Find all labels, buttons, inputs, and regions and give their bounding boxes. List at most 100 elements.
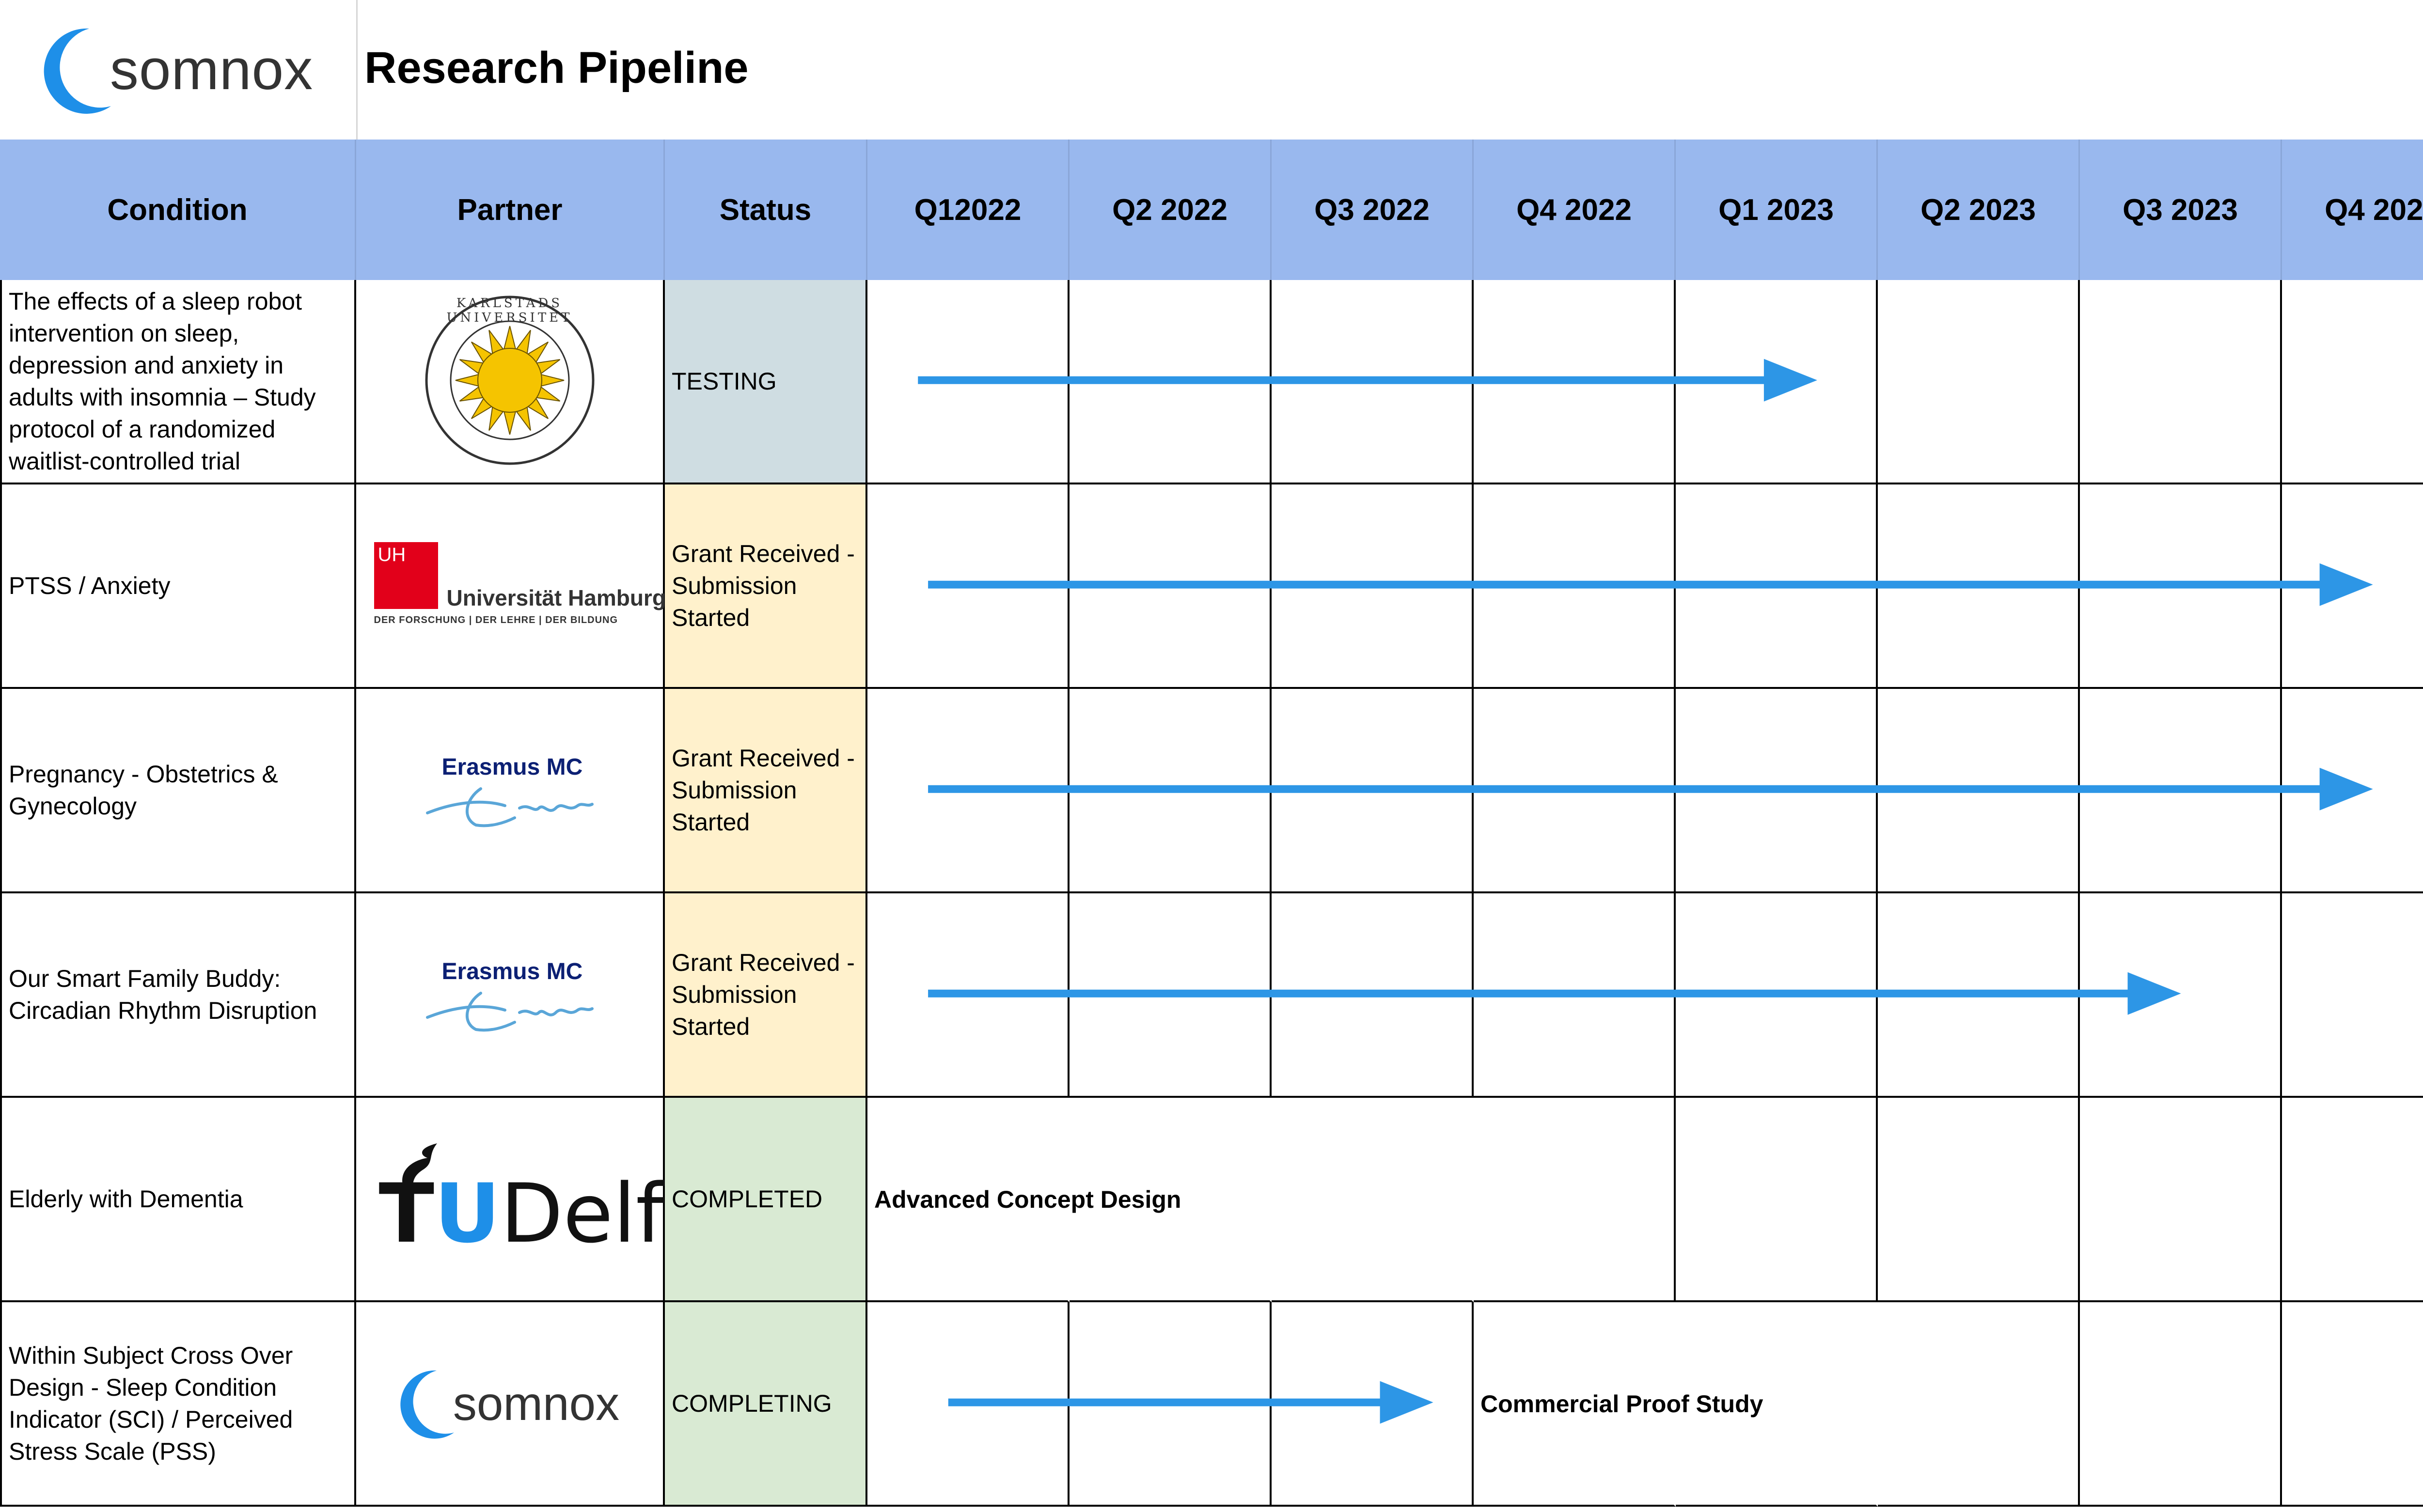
- partner-tagline: DER FORSCHUNG | DER LEHRE | DER BILDUNG: [374, 615, 618, 625]
- partner-name: Erasmus MC: [441, 754, 583, 780]
- header-partner: Partner: [356, 140, 665, 280]
- partner-cell: Erasmus MC: [356, 689, 665, 893]
- quarter-cell: [2282, 484, 2423, 689]
- partner-name: somnox: [453, 1376, 620, 1430]
- timeline-arrow-head: [1380, 1381, 1433, 1424]
- quarter-cell: [1272, 1098, 1474, 1302]
- condition-cell: Elderly with Dementia: [0, 1098, 356, 1302]
- status-cell: Grant Received - Submission Started: [665, 484, 867, 689]
- header-quarter: Q1 2023: [1676, 140, 1878, 280]
- moon-icon: [44, 28, 111, 114]
- condition-cell: Within Subject Cross Over Design - Sleep…: [0, 1302, 356, 1507]
- status-text: Grant Received - Submission Started: [672, 540, 855, 631]
- page-title: Research Pipeline: [364, 43, 749, 93]
- uh-badge-icon: UH: [374, 542, 438, 609]
- brand-name: somnox: [110, 38, 314, 102]
- partner-name: KARLSTADS UNIVERSITET: [446, 296, 573, 325]
- quarter-cell: [2080, 280, 2282, 484]
- table-row: The effects of a sleep robot interventio…: [0, 280, 2423, 484]
- table-row: Our Smart Family Buddy: Circadian Rhythm…: [0, 893, 2423, 1098]
- partner-name: TUDelft: [378, 1166, 695, 1261]
- condition-cell: Our Smart Family Buddy: Circadian Rhythm…: [0, 893, 356, 1098]
- quarter-cell: [2282, 689, 2423, 893]
- tu-delft-logo: TUDelft: [379, 1141, 695, 1257]
- status-text: Grant Received - Submission Started: [672, 949, 855, 1040]
- sun-seal-icon: [425, 296, 594, 465]
- header-condition: Condition: [0, 140, 356, 280]
- condition-text: Our Smart Family Buddy: Circadian Rhythm…: [9, 965, 317, 1024]
- timeline-arrow-head: [2319, 767, 2373, 811]
- timeline-arrow-head: [1763, 359, 1817, 402]
- partner-name: Erasmus MC: [441, 959, 583, 984]
- timeline-arrow-head: [2319, 563, 2373, 606]
- partner-cell: somnox: [356, 1302, 665, 1507]
- status-cell: Grant Received - Submission Started: [665, 893, 867, 1098]
- condition-text: Within Subject Cross Over Design - Sleep…: [9, 1342, 293, 1465]
- timeline-arrow-head: [2127, 972, 2181, 1015]
- quarter-cell: [1272, 1302, 1474, 1507]
- status-cell: COMPLETED: [665, 1098, 867, 1302]
- quarter-cell: [867, 1098, 1070, 1302]
- erasmus-mc-logo: Erasmus MC: [423, 749, 597, 831]
- signature-icon: [423, 779, 597, 835]
- condition-cell: PTSS / Anxiety: [0, 484, 356, 689]
- condition-text: Elderly with Dementia: [9, 1185, 243, 1213]
- status-text: COMPLETING: [672, 1390, 832, 1417]
- header-row: [0, 140, 2423, 280]
- header-quarter: Q2 2023: [1878, 140, 2080, 280]
- quarter-cell: [1878, 1302, 2080, 1507]
- header-quarter: Q4 2022: [1474, 140, 1676, 280]
- quarter-cell: [1676, 1302, 1878, 1507]
- quarter-cell: [2282, 1098, 2423, 1302]
- status-text: Grant Received - Submission Started: [672, 745, 855, 836]
- header-quarter: Q2 2022: [1070, 140, 1272, 280]
- quarter-cell: [1474, 1098, 1676, 1302]
- partner-cell: TUDelft: [356, 1098, 695, 1302]
- quarter-cell: [1676, 1098, 1878, 1302]
- quarter-cell: [1070, 1098, 1272, 1302]
- quarter-cell: [2282, 280, 2423, 484]
- timeline-label: Advanced Concept Design: [874, 1186, 1181, 1213]
- quarter-cell: [2080, 1302, 2282, 1507]
- somnox-logo: somnox: [400, 1366, 619, 1441]
- quarter-cell: [2080, 1098, 2282, 1302]
- condition-text: Pregnancy - Obstetrics & Gynecology: [9, 761, 278, 820]
- partner-cell: KARLSTADS UNIVERSITET: [356, 280, 665, 484]
- quarter-cell: [1878, 1098, 2080, 1302]
- quarter-cell: [1878, 280, 2080, 484]
- quarter-cell: [2282, 1302, 2423, 1507]
- condition-text: PTSS / Anxiety: [9, 572, 171, 599]
- header-quarter: Q12022: [867, 140, 1070, 280]
- status-text: TESTING: [672, 368, 777, 395]
- karlstads-universitet-logo: KARLSTADS UNIVERSITET: [423, 293, 597, 470]
- quarter-cell: [1474, 1302, 1676, 1507]
- quarter-cell: [2080, 893, 2282, 1098]
- header-quarter: Q3 2023: [2080, 140, 2282, 280]
- table-row: Within Subject Cross Over Design - Sleep…: [0, 1302, 2423, 1507]
- header-quarter: Q3 2022: [1272, 140, 1474, 280]
- signature-icon: [423, 983, 597, 1039]
- timeline-label: Commercial Proof Study: [1480, 1390, 1763, 1418]
- brand-logo: somnox: [0, 0, 358, 140]
- header-quarter: Q4 2023: [2282, 140, 2423, 280]
- erasmus-mc-logo: Erasmus MC: [423, 953, 597, 1036]
- partner-cell: Erasmus MC: [356, 893, 665, 1098]
- status-text: COMPLETED: [672, 1185, 823, 1213]
- condition-text: The effects of a sleep robot interventio…: [9, 288, 316, 475]
- status-cell: COMPLETING: [665, 1302, 867, 1507]
- partner-name: Universität Hamburg: [446, 585, 666, 610]
- status-cell: Grant Received - Submission Started: [665, 689, 867, 893]
- status-cell: TESTING: [665, 280, 867, 484]
- condition-cell: Pregnancy - Obstetrics & Gynecology: [0, 689, 356, 893]
- quarter-cell: [2282, 893, 2423, 1098]
- condition-cell: The effects of a sleep robot interventio…: [0, 280, 356, 484]
- flame-icon: [393, 1141, 442, 1192]
- table-row: Pregnancy - Obstetrics & Gynecology Erasm…: [0, 689, 2423, 893]
- moon-icon: [400, 1370, 454, 1439]
- header-status: Status: [665, 140, 867, 280]
- title-row: somnox Research Pipeline: [0, 0, 2423, 141]
